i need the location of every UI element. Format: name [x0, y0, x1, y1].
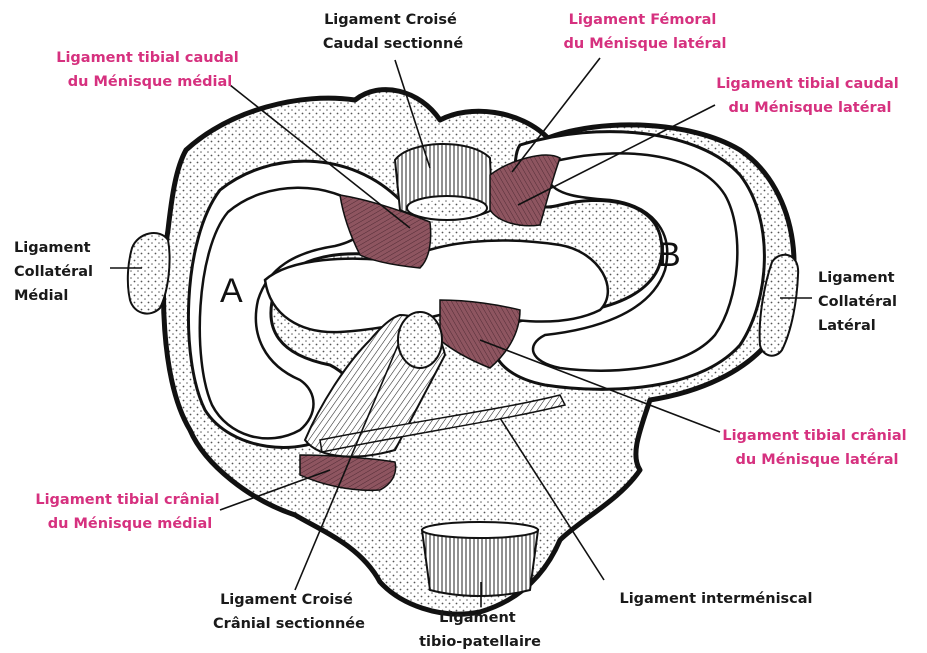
label-medial-collateral: Ligament Collatéral Médial	[14, 240, 98, 304]
label-caudal-cruciate: Ligament Croisé Caudal sectionné	[323, 12, 464, 52]
medial-collateral-ligament	[128, 233, 170, 314]
label-caudal-tibial-lateral-meniscus: Ligament tibial caudal du Ménisque latér…	[716, 76, 904, 116]
label-cranial-tibial-lateral-meniscus: Ligament tibial crânial du Ménisque laté…	[722, 428, 911, 468]
label-cranial-cruciate: Ligament Croisé Crânial sectionnée	[213, 592, 365, 632]
label-caudal-tibial-medial-meniscus: Ligament tibial caudal du Ménisque média…	[56, 50, 244, 90]
label-lateral-collateral: Ligament Collatéral Latéral	[818, 270, 902, 334]
label-femoral-lateral-meniscus: Ligament Fémoral du Ménisque latéral	[564, 12, 727, 52]
condyle-letter-a: A	[220, 272, 243, 310]
label-cranial-tibial-medial-meniscus: Ligament tibial crânial du Ménisque médi…	[35, 492, 224, 532]
condyle-letter-b: B	[658, 236, 681, 274]
caudal-cruciate-ligament	[395, 144, 492, 220]
label-intermeniscal: Ligament interméniscal	[619, 591, 812, 607]
patellar-ligament	[422, 522, 538, 596]
label-patellar: Ligament tibio-patellaire	[419, 610, 541, 650]
